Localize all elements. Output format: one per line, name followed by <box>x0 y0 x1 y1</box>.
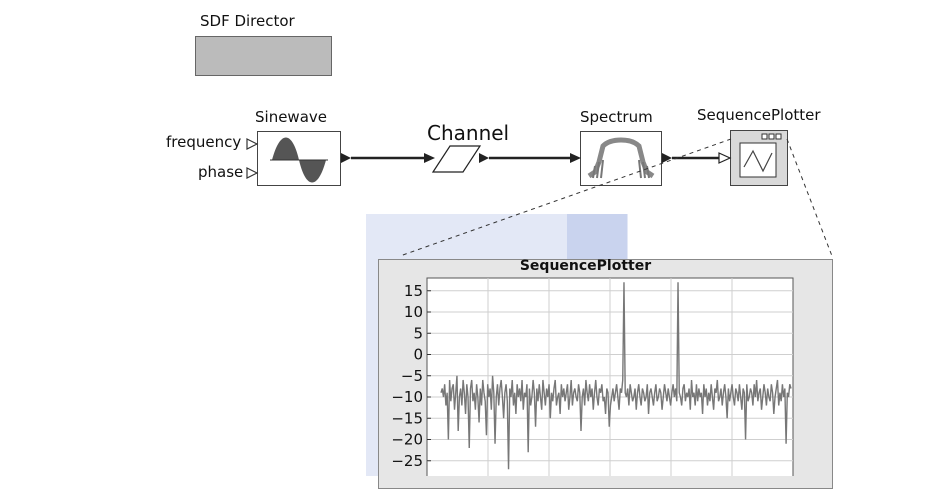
arrow-icon <box>424 153 435 163</box>
sinewave-label: Sinewave <box>255 108 327 126</box>
y-tick-label: −15 <box>391 409 423 427</box>
connections-layer <box>246 138 833 257</box>
sequenceplotter-actor[interactable] <box>730 130 788 186</box>
channel-label: Channel <box>427 121 510 145</box>
callout-line-right <box>786 138 833 257</box>
spectrum-label: Spectrum <box>580 108 653 126</box>
frequency-port-label: frequency <box>166 133 242 151</box>
y-tick-label: 15 <box>404 282 423 300</box>
sinewave-actor[interactable] <box>257 131 341 186</box>
arrow-icon <box>570 153 581 163</box>
sequenceplotter-label: SequencePlotter <box>697 106 821 124</box>
phase-port-label: phase <box>198 163 244 181</box>
director-label: SDF Director <box>200 12 295 30</box>
y-tick-label: −20 <box>391 431 423 449</box>
y-tick-label: 5 <box>413 324 423 342</box>
plotter-input-port-icon[interactable] <box>718 152 732 164</box>
spectrum-output-port-icon[interactable] <box>662 153 672 163</box>
sequence-plot: 15 10 5 0 −5 −10 −15 −20 −25 −30 <box>391 277 794 476</box>
phase-port-icon[interactable] <box>246 167 259 179</box>
series-line <box>440 282 792 470</box>
y-tick-label: −5 <box>401 367 423 385</box>
y-tick-label: −30 <box>391 473 423 476</box>
channel-actor[interactable] <box>431 145 482 173</box>
sinewave-output-port-icon[interactable] <box>341 153 351 163</box>
y-tick-label: −25 <box>391 452 423 470</box>
sdf-director[interactable] <box>195 36 332 76</box>
spectrum-icon <box>587 137 655 179</box>
channel-output-port-icon[interactable] <box>479 153 489 163</box>
plotter-icon <box>739 133 782 178</box>
frequency-port-icon[interactable] <box>246 138 259 150</box>
y-tick-label: 0 <box>413 346 423 364</box>
y-tick-label: 10 <box>404 303 423 321</box>
callout-line-left <box>399 138 732 257</box>
plot-title: SequencePlotter <box>519 258 652 274</box>
sine-wave-icon <box>270 137 328 183</box>
y-tick-label: −10 <box>391 388 423 406</box>
spectrum-actor[interactable] <box>580 131 662 186</box>
